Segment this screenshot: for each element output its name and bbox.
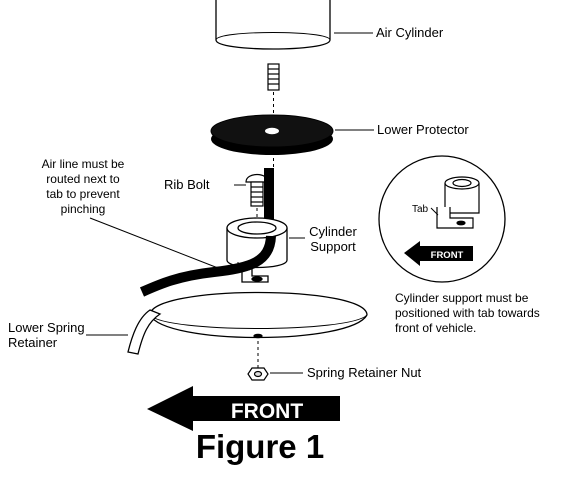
leader-air-line: [89, 217, 219, 269]
cylinder-support-line-2: Support: [310, 239, 356, 254]
label-tab: Tab: [412, 204, 429, 215]
rib-bolt: [245, 173, 269, 207]
front-arrow: FRONT: [147, 386, 340, 431]
inset-note-line-3: front of vehicle.: [395, 321, 477, 335]
air-line-note-line-4: pinching: [60, 202, 106, 216]
air-line-note-line-1: Air line must be: [41, 157, 125, 171]
figure-title: Figure 1: [195, 428, 325, 465]
air-line-lower: [139, 235, 276, 297]
inset-front-arrow: FRONT: [404, 241, 473, 266]
inset-note-line-1: Cylinder support must be: [395, 291, 529, 305]
spring-retainer-nut: [247, 367, 269, 381]
lower-protector: [210, 114, 334, 155]
label-spring-retainer-nut: Spring Retainer Nut: [307, 365, 422, 380]
label-cylinder-support: Cylinder Support: [296, 224, 370, 254]
lower-spring-retainer: [127, 291, 368, 355]
lower-spring-retainer-line-2: Retainer: [8, 335, 58, 350]
label-inset-note: Cylinder support must be positioned with…: [395, 291, 540, 336]
inset-front-label: FRONT: [431, 250, 464, 261]
inset-note-line-2: positioned with tab towards: [395, 306, 540, 320]
lower-spring-retainer-line-1: Lower Spring: [8, 320, 85, 335]
air-line-note-line-2: routed next to: [46, 172, 120, 186]
label-lower-protector: Lower Protector: [377, 122, 469, 137]
label-air-cylinder: Air Cylinder: [376, 25, 444, 40]
air-cylinder: [215, 0, 331, 50]
label-lower-spring-retainer: Lower Spring Retainer: [8, 320, 85, 350]
label-rib-bolt: Rib Bolt: [164, 177, 210, 192]
inset-detail: [378, 155, 506, 283]
air-line-note-line-3: tab to prevent: [46, 187, 120, 201]
label-air-line-note: Air line must be routed next to tab to p…: [28, 157, 138, 217]
cylinder-support-line-1: Cylinder: [309, 224, 357, 239]
front-arrow-label: FRONT: [231, 400, 303, 423]
cylinder-stud: [267, 63, 280, 91]
